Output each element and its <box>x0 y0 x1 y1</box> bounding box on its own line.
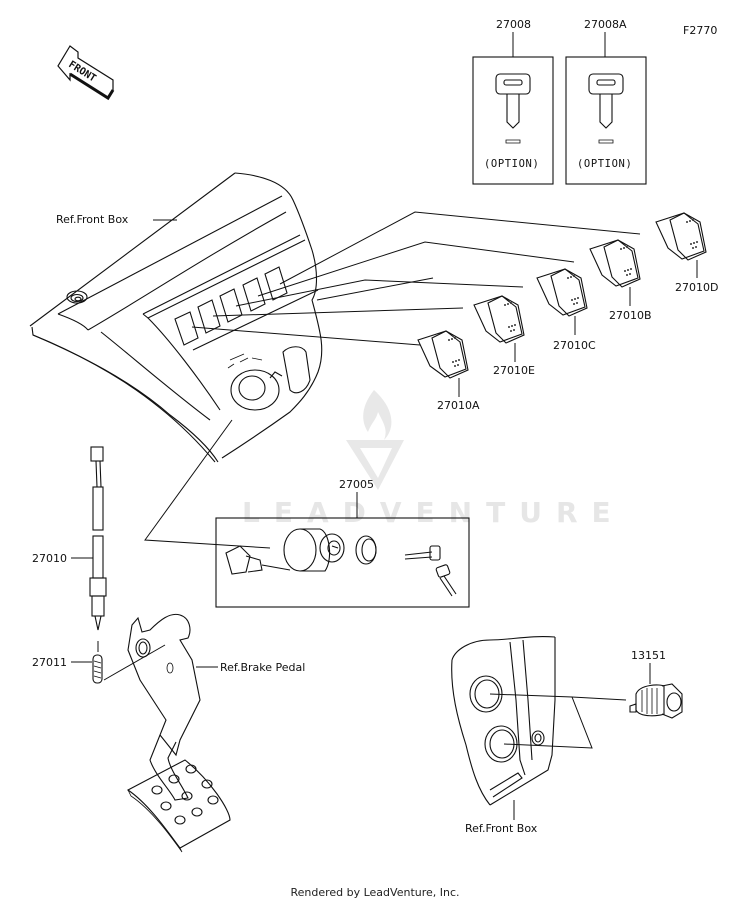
key-27008a[interactable]: 27008A (OPTION) <box>565 18 647 185</box>
part-label-27010e[interactable]: 27010E <box>493 364 535 377</box>
bolt-hole-icon <box>66 290 88 304</box>
front-box-panel: Ref.Front Box <box>29 172 323 463</box>
key-icon <box>588 73 624 144</box>
ref-front-box-top[interactable]: Ref.Front Box <box>56 213 129 226</box>
key-27008a-note: (OPTION) <box>577 158 632 170</box>
rocker-switch-27010d[interactable]: 27010D <box>655 212 718 294</box>
nut-icon <box>355 535 377 565</box>
key-27008-note: (OPTION) <box>484 158 539 170</box>
part-label-27010a[interactable]: 27010A <box>437 399 480 412</box>
ignition-keys-icon <box>404 545 457 597</box>
watermark-text: LEADVENTURE <box>242 496 625 529</box>
connector-icon <box>225 545 291 575</box>
key-27008a-box <box>565 56 647 185</box>
part-label-27011[interactable]: 27011 <box>32 656 67 669</box>
small-grommet-icon <box>531 730 545 746</box>
part-label-27008[interactable]: 27008 <box>496 18 531 31</box>
rocker-switch-27010a[interactable]: 27010A <box>417 330 480 412</box>
watermark-v-icon <box>346 440 404 490</box>
ignition-switch-box <box>215 517 470 608</box>
socket-13151[interactable]: 13151 <box>629 649 683 719</box>
key-27008-box <box>472 56 554 185</box>
part-label-27010[interactable]: 27010 <box>32 552 67 565</box>
front-box-lower: Ref.Front Box <box>451 636 627 835</box>
rocker-switch-27010b[interactable]: 27010B <box>589 239 652 322</box>
part-label-27008a[interactable]: 27008A <box>584 18 627 31</box>
watermark-flame-icon <box>363 390 392 440</box>
ignition-key-slot-icon <box>227 353 280 411</box>
part-label-27010d[interactable]: 27010D <box>675 281 718 294</box>
spring-icon <box>92 654 103 684</box>
key-icon <box>495 73 531 144</box>
rocker-switch-27010e[interactable]: 27010E <box>473 295 535 377</box>
ref-brake-pedal[interactable]: Ref.Brake Pedal <box>220 661 305 674</box>
switch-leader-lines <box>191 211 641 346</box>
watermark: LEADVENTURE <box>242 390 625 529</box>
part-label-27010c[interactable]: 27010C <box>553 339 596 352</box>
front-arrow-icon: FRONT <box>57 45 115 101</box>
brake-switch-icon <box>89 446 107 631</box>
figure-code: F2770 <box>683 24 717 37</box>
part-label-27005[interactable]: 27005 <box>339 478 374 491</box>
ref-front-box-bottom[interactable]: Ref.Front Box <box>465 822 538 835</box>
footer-credit: Rendered by LeadVenture, Inc. <box>290 886 460 899</box>
brake-pedal: Ref.Brake Pedal <box>126 613 305 853</box>
spring-27011[interactable]: 27011 <box>32 641 166 684</box>
part-label-13151[interactable]: 13151 <box>631 649 666 662</box>
pedal-grip-holes <box>151 764 219 825</box>
brake-switch-27010[interactable]: 27010 <box>32 446 107 631</box>
ignition-switch-27005[interactable]: 27005 <box>144 419 470 608</box>
power-socket-icon <box>629 683 683 719</box>
switch-body-icon <box>283 528 345 572</box>
key-27008[interactable]: 27008 (OPTION) <box>472 18 554 185</box>
rocker-switch-27010c[interactable]: 27010C <box>536 268 596 352</box>
part-label-27010b[interactable]: 27010B <box>609 309 652 322</box>
